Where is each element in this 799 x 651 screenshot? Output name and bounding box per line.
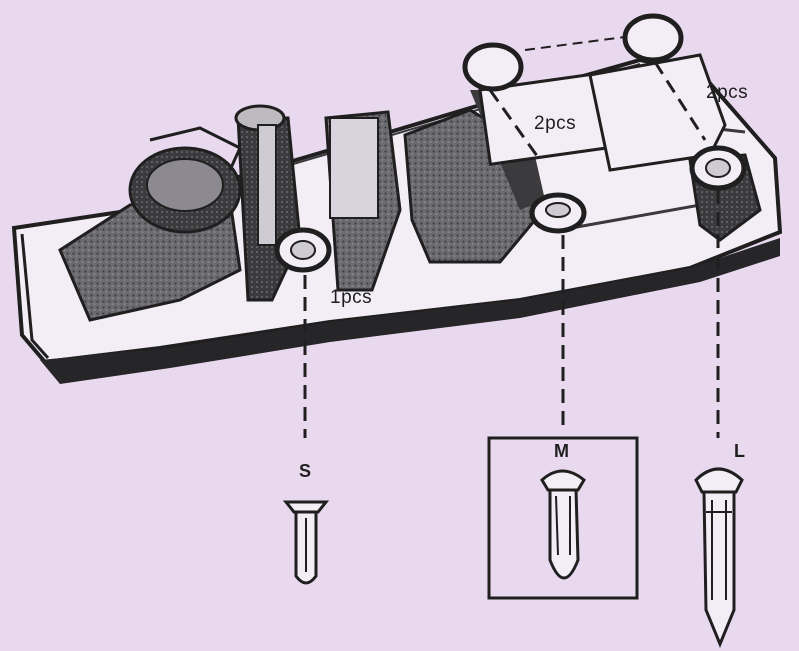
saddle-left xyxy=(58,126,242,322)
size-label-small: S xyxy=(299,461,312,481)
highlight-box-medium xyxy=(487,436,639,600)
pin-small xyxy=(282,500,330,585)
leader-lines xyxy=(303,61,720,438)
size-label-medium: M xyxy=(554,441,569,461)
size-label-large: L xyxy=(734,441,745,461)
quantity-label-large: 2pcs xyxy=(706,82,749,103)
leader-line-medium-top xyxy=(488,89,542,161)
pin-large xyxy=(694,467,744,648)
leader-line-large-top xyxy=(653,61,707,141)
pin-head-large-installed-2 xyxy=(622,13,684,63)
quantity-label-small: 1pcs xyxy=(330,287,373,308)
quantity-label-medium: 2pcs xyxy=(534,113,577,134)
pin-medium xyxy=(540,469,586,580)
saddle-right xyxy=(403,68,631,264)
pin-head-medium-installed-2 xyxy=(462,42,524,92)
installed-pin-heads xyxy=(274,13,747,273)
saddle-middle xyxy=(324,110,402,292)
